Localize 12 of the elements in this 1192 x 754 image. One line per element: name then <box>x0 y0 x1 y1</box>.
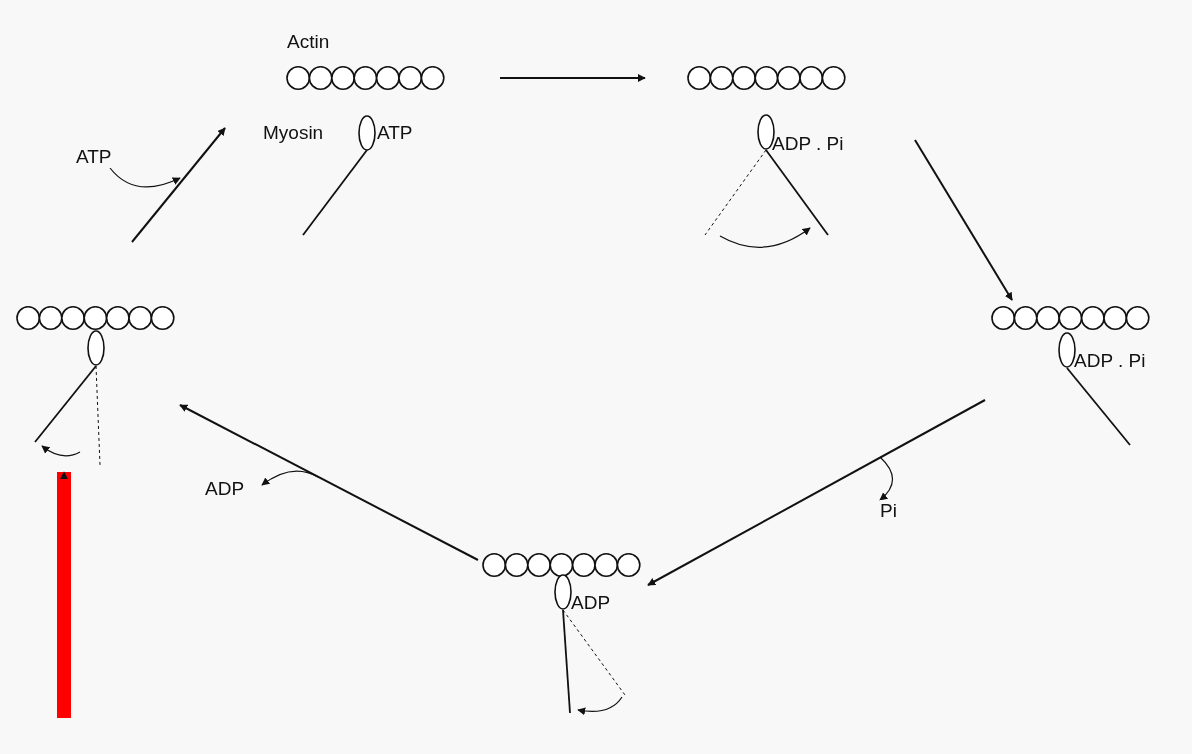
state-label: ADP <box>571 592 611 614</box>
arrow <box>914 139 1013 301</box>
state-label: Actin <box>287 31 330 53</box>
arrow <box>131 127 226 243</box>
state-label: ADP . Pi <box>772 133 844 155</box>
state-label: ADP . Pi <box>1074 350 1146 372</box>
state-label: ATP <box>377 122 413 144</box>
state-label: Myosin <box>263 122 324 144</box>
arrow <box>179 404 479 561</box>
arrow <box>647 399 986 586</box>
arrow <box>499 74 646 82</box>
arrow <box>57 471 71 718</box>
